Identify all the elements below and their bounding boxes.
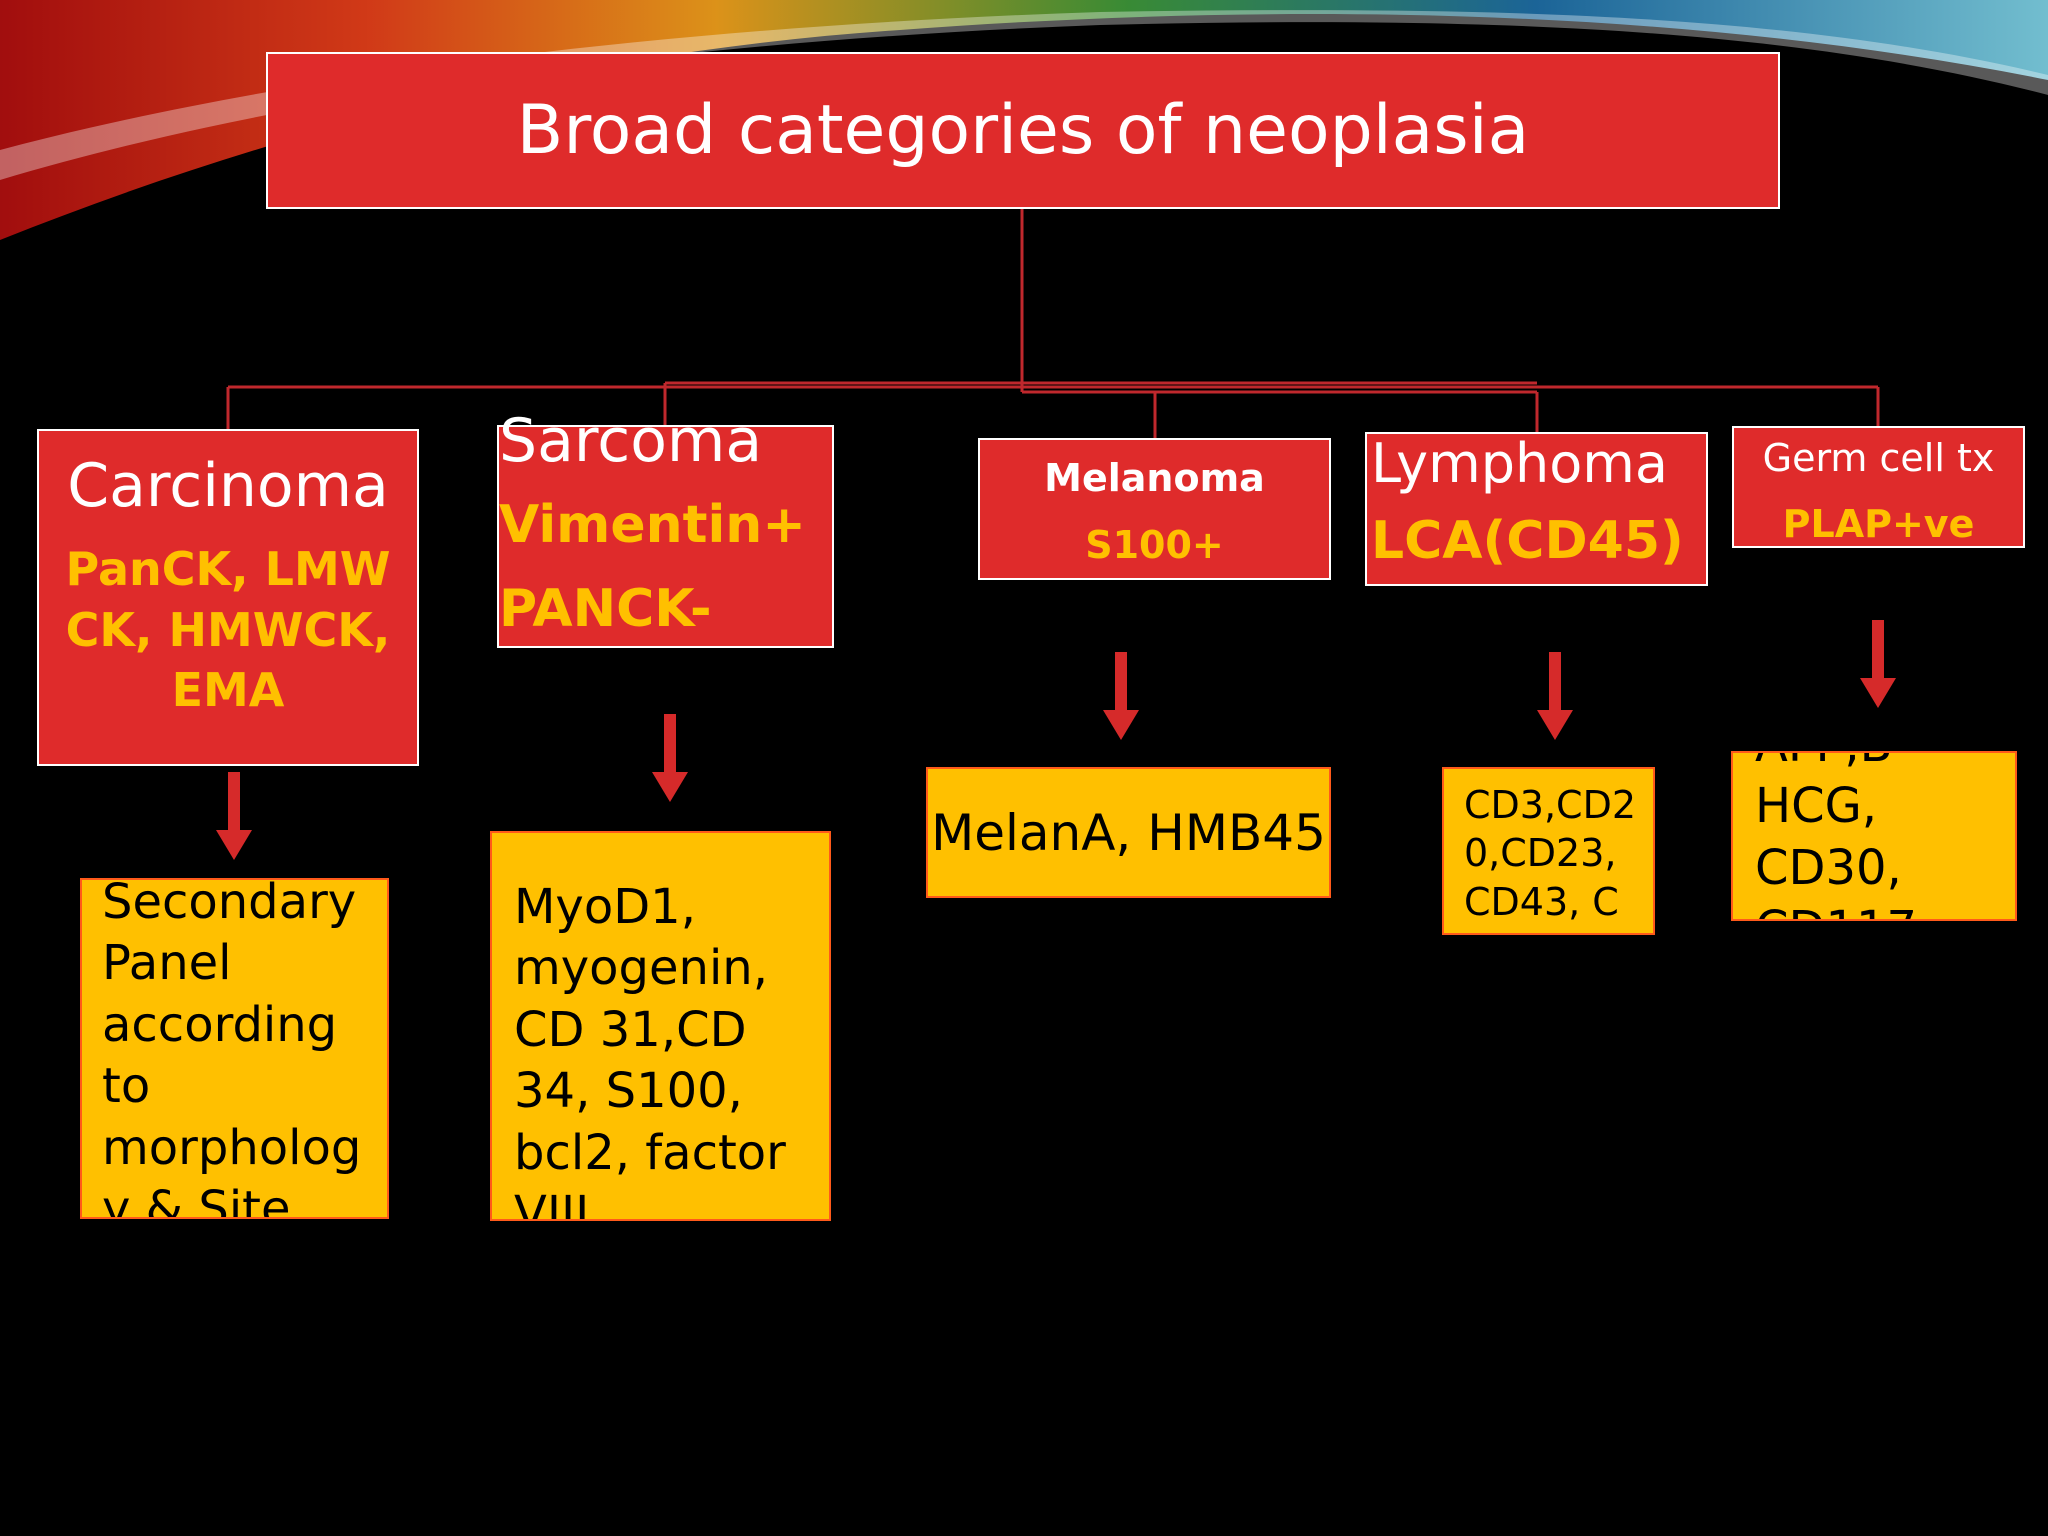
category-lymphoma: Lymphoma LCA(CD45) xyxy=(1365,432,1708,586)
category-carcinoma: Carcinoma PanCK, LMW CK, HMWCK, EMA xyxy=(37,429,419,766)
category-germ-cell: Germ cell tx PLAP+ve xyxy=(1732,426,2025,548)
down-arrow-icon xyxy=(216,772,252,860)
secondary-panel-lymphoma: CD3,CD2 0,CD23, CD43, C30 xyxy=(1442,767,1655,935)
category-melanoma: Melanoma S100+ xyxy=(978,438,1331,580)
diagram-title: Broad categories of neoplasia xyxy=(516,91,1530,170)
secondary-panel-melanoma: MelanA, HMB45 xyxy=(926,767,1331,898)
secondary-panel-carcinoma: Secondary Panel according to morpholog y… xyxy=(80,878,389,1219)
category-name: Sarcoma xyxy=(499,406,763,476)
category-name: Carcinoma xyxy=(67,451,389,521)
category-markers: S100+ xyxy=(1085,523,1224,568)
secondary-markers: CD3,CD2 0,CD23, CD43, C30 xyxy=(1464,783,1637,933)
category-markers: LCA(CD45) xyxy=(1371,511,1684,572)
category-markers: PanCK, LMW CK, HMWCK, EMA xyxy=(65,542,391,718)
secondary-panel-sarcoma: MyoD1, myogenin, CD 31,CD 34, S100, bcl2… xyxy=(490,831,831,1221)
secondary-markers: MelanA, HMB45 xyxy=(931,803,1326,862)
secondary-markers: Secondary Panel according to morpholog y… xyxy=(102,878,362,1219)
category-name: Germ cell tx xyxy=(1762,436,1995,480)
title-box: Broad categories of neoplasia xyxy=(266,52,1780,209)
category-markers: PLAP+ve xyxy=(1782,501,1975,546)
down-arrow-icon xyxy=(652,714,688,802)
category-name: Melanoma xyxy=(1044,456,1265,500)
category-sarcoma: Sarcoma Vimentin+ PANCK- xyxy=(497,411,834,648)
category-name: Lymphoma xyxy=(1371,432,1668,495)
category-markers: PANCK- xyxy=(499,579,712,639)
down-arrow-icon xyxy=(1860,620,1896,708)
secondary-markers: MyoD1, myogenin, CD 31,CD 34, S100, bcl2… xyxy=(514,879,786,1221)
secondary-panel-germ-cell: AFP,B HCG, CD30, CD117 xyxy=(1731,751,2017,921)
down-arrow-icon xyxy=(1103,652,1139,740)
category-markers: Vimentin+ xyxy=(499,495,806,555)
down-arrow-icon xyxy=(1537,652,1573,740)
secondary-markers: AFP,B HCG, CD30, CD117 xyxy=(1755,753,1917,919)
